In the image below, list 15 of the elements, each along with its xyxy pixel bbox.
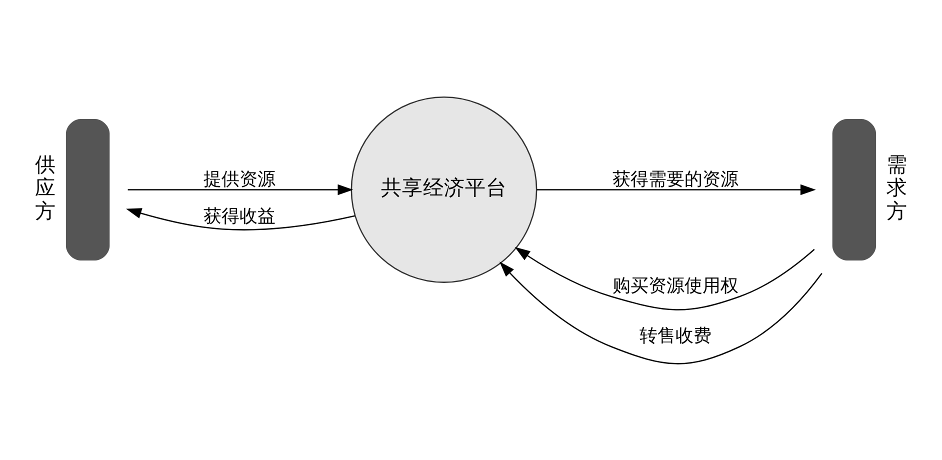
edge-label: 提供资源 — [204, 168, 276, 190]
node-label: 需求方 — [886, 152, 908, 222]
arrow — [536, 184, 816, 195]
node-circle: 共享经济平台 — [350, 96, 538, 282]
node-person — [66, 118, 110, 260]
node-person — [832, 118, 876, 260]
arrow — [128, 184, 354, 195]
arrow — [514, 246, 815, 310]
edge-label: 购买资源使用权 — [612, 275, 738, 296]
edge-label: 获得需要的资源 — [612, 168, 738, 190]
edge-label: 获得收益 — [204, 206, 276, 227]
edge-label: 转售收费 — [639, 325, 712, 346]
node-label: 供应方 — [35, 152, 56, 222]
arrow — [499, 261, 822, 364]
arrow — [126, 208, 355, 230]
